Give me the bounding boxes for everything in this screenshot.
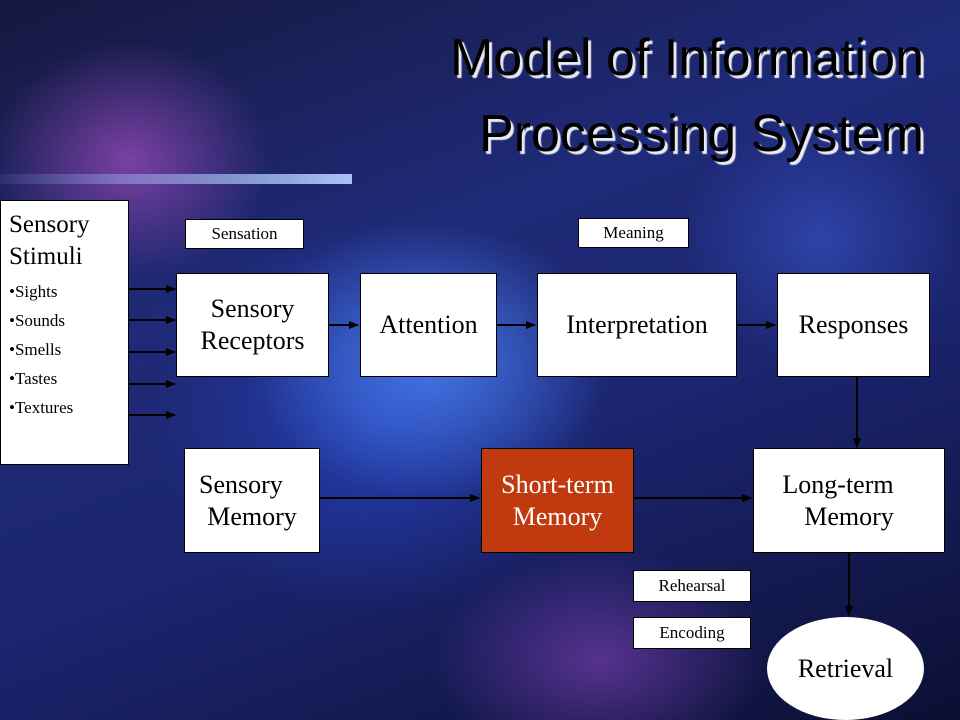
long-term-memory-line-2: Memory <box>804 501 894 531</box>
rehearsal-label: Rehearsal <box>633 570 751 602</box>
stimulus-item: •Sounds <box>9 311 66 330</box>
short-term-memory-box: Short-term Memory <box>481 448 634 553</box>
title-line-2: Processing System <box>478 105 924 163</box>
sensory-stimuli-box: Sensory Stimuli •Sights •Sounds •Smells … <box>0 200 129 465</box>
interpretation-box: Interpretation <box>537 273 737 377</box>
meaning-label-text: Meaning <box>603 223 664 242</box>
sensation-label-text: Sensation <box>211 224 278 243</box>
encoding-label: Encoding <box>633 617 751 649</box>
attention-text: Attention <box>379 310 478 339</box>
long-term-memory-line-1: Long-term <box>782 469 894 499</box>
sensory-stimuli-heading-2: Stimuli <box>9 243 83 270</box>
responses-box: Responses <box>777 273 930 377</box>
rehearsal-label-text: Rehearsal <box>658 576 726 595</box>
interpretation-text: Interpretation <box>566 310 708 339</box>
short-term-memory-line-1: Short-term <box>501 469 614 499</box>
sensory-receptors-box: Sensory Receptors <box>176 273 329 377</box>
sensory-memory-line-2: Memory <box>207 501 297 531</box>
stimulus-item: •Tastes <box>9 369 58 388</box>
meaning-label: Meaning <box>578 218 689 248</box>
sensory-receptors-line-1: Sensory <box>210 294 295 323</box>
stimulus-item: •Sights <box>9 282 58 301</box>
attention-box: Attention <box>360 273 497 377</box>
long-term-memory-box: Long-term Memory <box>753 448 945 553</box>
sensory-stimuli-list: •Sights •Sounds •Smells •Tastes •Texture… <box>9 277 73 422</box>
stimulus-item: •Textures <box>9 398 74 417</box>
sensory-memory-box: Sensory Memory <box>184 448 320 553</box>
sensory-stimuli-heading-1: Sensory <box>9 211 90 238</box>
sensory-memory-line-1: Sensory <box>199 469 283 499</box>
title-line-1: Model of Information <box>449 29 924 87</box>
title-rule <box>0 174 352 184</box>
responses-text: Responses <box>798 310 909 339</box>
sensation-label: Sensation <box>185 219 304 249</box>
retrieval-ellipse: Retrieval <box>767 617 924 720</box>
stimulus-item: •Smells <box>9 340 62 359</box>
encoding-label-text: Encoding <box>659 623 725 642</box>
retrieval-text: Retrieval <box>797 653 894 683</box>
short-term-memory-line-2: Memory <box>512 501 603 531</box>
sensory-receptors-line-2: Receptors <box>200 326 305 355</box>
